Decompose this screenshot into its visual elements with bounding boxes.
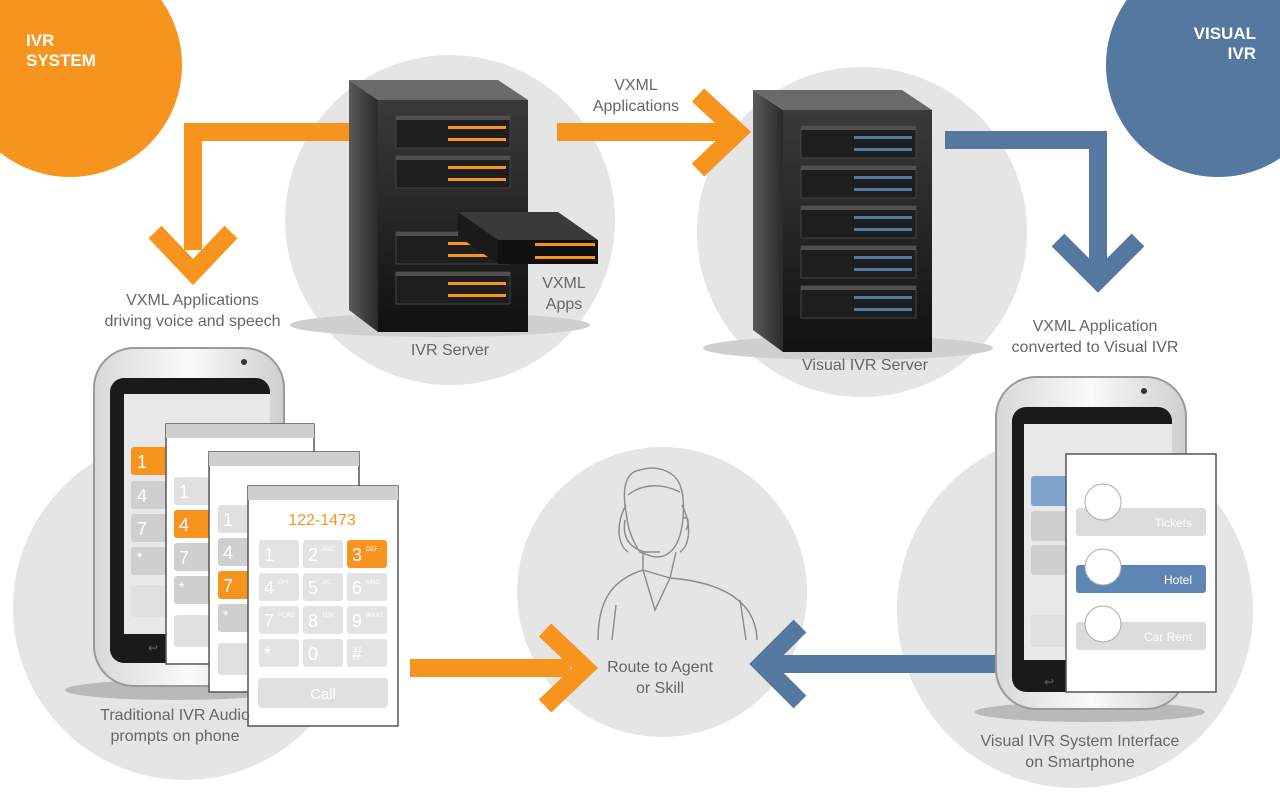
key-digit: # [352,644,362,664]
svg-text:7: 7 [223,576,233,596]
key-digit: 3 [352,545,362,565]
key-digit: 1 [264,545,274,565]
visual-ivr-server-icon [703,90,993,360]
key-2[interactable] [303,540,343,568]
key-digit: 5 [308,578,318,598]
key-digit: 9 [352,611,362,631]
visual-ivr-server-label: Visual IVR Server [802,357,928,374]
key-digit: 2 [308,545,318,565]
key-1[interactable] [259,540,299,568]
visual-interface-label: Visual IVR System Interface on Smartphon… [980,733,1180,771]
svg-text:↩: ↩ [1044,675,1054,689]
key-4[interactable] [259,573,299,601]
orange-arrow-right-bottom [410,623,599,713]
ivr-system-corner [0,0,182,177]
key-digit: 0 [308,644,318,664]
vxml-apps-label: VXML Apps [542,275,586,313]
ivr-server-icon [290,80,598,337]
call-button-label: Call [310,686,336,703]
svg-text:1: 1 [137,452,147,472]
key-#[interactable] [347,639,387,667]
route-agent-label: Route to Agent or Skill [607,659,713,697]
key-letters: PQRS [278,613,295,619]
key-digit: 7 [264,611,274,631]
vxml-driving-label: VXML Applications driving voice and spee… [104,292,281,330]
key-*[interactable] [259,639,299,667]
key-letters: MNO [366,580,380,586]
svg-text:*: * [137,549,143,565]
svg-text:4: 4 [223,543,233,563]
svg-text:7: 7 [179,548,189,568]
menu-item-icon [1084,605,1122,643]
key-letters: ABC [322,547,335,553]
call-button[interactable] [258,678,388,708]
key-digit: 4 [264,578,274,598]
blue-arrow-down [945,131,1145,293]
orange-arrow-down [148,123,350,286]
orange-arrow-right-top [557,88,752,177]
svg-text:*: * [179,579,185,595]
key-8[interactable] [303,606,343,634]
key-digit: 6 [352,578,362,598]
vxml-applications-label: VXML Applications [592,77,680,115]
visual-ivr-corner [1106,0,1280,177]
key-digit: 8 [308,611,318,631]
svg-text:*: * [223,607,229,623]
key-5[interactable] [303,573,343,601]
key-7[interactable] [259,606,299,634]
menu-item-icon [1084,548,1122,586]
traditional-phone: ↩ 1 4 7 * 1 4 7 * 1 4 7 * [65,347,399,727]
key-9[interactable] [347,606,387,634]
svg-text:1: 1 [179,482,189,502]
svg-text:1: 1 [223,510,233,530]
svg-text:4: 4 [137,486,147,506]
dialed-number: 122-1473 [288,512,356,529]
menu-item-icon [1084,483,1122,521]
menu-item-label: Tickets [1154,516,1192,530]
svg-text:4: 4 [179,515,189,535]
key-letters: GHI [278,580,289,586]
ivr-system-title: IVR SYSTEM [26,31,96,70]
visual-ivr-title: VISUAL IVR [1193,24,1256,63]
key-letters: TUV [322,613,334,619]
menu-item-label: Hotel [1164,573,1192,587]
svg-text:7: 7 [137,519,147,539]
menu-item-label: Car Rent [1144,630,1193,644]
agent-icon [597,467,758,641]
key-letters: JKL [322,580,333,586]
key-3[interactable] [347,540,387,568]
ivr-server-label: IVR Server [410,342,490,359]
key-0[interactable] [303,639,343,667]
key-letters: WXYZ [366,613,384,619]
traditional-prompts-label: Traditional IVR Audio prompts on phone [100,707,250,745]
key-6[interactable] [347,573,387,601]
key-digit: * [264,644,271,664]
svg-text:↩: ↩ [148,641,158,655]
vxml-converted-label: VXML Application converted to Visual IVR [1011,318,1179,356]
key-letters: DEF [366,547,378,553]
